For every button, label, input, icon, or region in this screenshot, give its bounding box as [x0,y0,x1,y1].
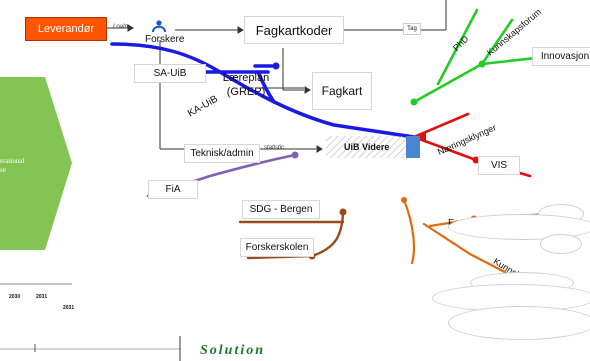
solution-label: Solution [200,343,266,358]
fia-box[interactable]: FiA [148,180,198,199]
operational-text: erational [0,157,25,165]
people-icon [152,20,166,33]
sa-uib-label: SA-UiB [153,68,187,79]
forskerskolen-label: Forskerskolen [245,242,309,253]
teknisk-admin-label: Teknisk/admin [190,148,254,159]
fagkartkoder-label: Fagkartkoder [255,22,333,38]
loan-in-label: LoaIn [113,24,129,30]
year-2030: 2030 [9,294,21,300]
teknisk-admin-box[interactable]: Teknisk/admin [184,144,260,163]
uib-videre-label[interactable]: UiB Videre [344,142,390,152]
forskerskolen-box[interactable]: Forskerskolen [240,238,314,257]
forskere-label: Forskere [145,34,185,45]
fia-label: FiA [165,184,181,195]
year-2031-b: 2031 [63,305,75,311]
se-text: se [0,166,6,174]
red-arrowhead [415,131,426,143]
laereplan-box[interactable]: Læreplan (GREP) [216,66,276,106]
laereplan-label: Læreplan (GREP) [222,72,270,98]
innovasjon-box[interactable]: Innovasjon [532,47,590,66]
uib-videre-bar [406,136,420,158]
fagkartkoder-box[interactable]: Fagkartkoder [244,16,344,44]
leverandor-label: Leverandør [37,23,95,35]
fagkart-box[interactable]: Fagkart [312,72,372,110]
tag-label: Tag [407,26,417,32]
sdg-bergen-label: SDG - Bergen [249,204,313,215]
vis-box[interactable]: VIS [478,156,520,175]
green-process-shape [0,77,72,250]
note-bubble-6 [448,306,590,340]
uib-videre-hatch [326,136,410,158]
year-2031: 2031 [36,294,48,300]
fagkart-label: Fagkart [321,84,363,98]
purple-line [146,153,297,198]
tag-box: Tag [403,23,421,35]
note-bubble-3 [540,234,582,254]
leverandor-box[interactable]: Leverandør [25,17,107,41]
sdg-bergen-box[interactable]: SDG - Bergen [242,200,320,219]
statistic-label: statistic [264,145,285,151]
sa-uib-box[interactable]: SA-UiB [134,64,206,83]
innovasjon-label: Innovasjon [540,51,590,62]
vis-label: VIS [490,160,508,171]
